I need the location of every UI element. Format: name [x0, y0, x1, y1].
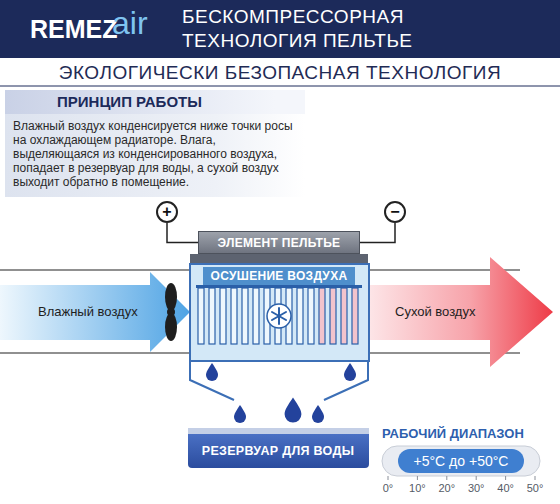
scale-value: 50°	[527, 482, 544, 495]
header-text: БЕСКОМПРЕССОРНАЯ ТЕХНОЛОГИЯ ПЕЛЬТЬЕ	[182, 5, 444, 53]
airflow-label: Влажный воздух	[38, 304, 138, 320]
header-band	[0, 0, 560, 58]
terminal-minus: −	[384, 201, 406, 223]
scale-value: 30°	[468, 482, 485, 495]
logo-accent: air	[112, 4, 148, 42]
peltier-element: ЭЛЕМЕНТ ПЕЛЬТЬЕ	[198, 231, 360, 254]
range-heading: РАБОЧИЙ ДИАПАЗОН	[382, 426, 524, 442]
node-label: −	[390, 204, 399, 220]
node-label: ЭЛЕМЕНТ ПЕЛЬТЬЕ	[218, 236, 341, 250]
water-drops	[206, 363, 356, 423]
node-label: +5°C до +50°C	[414, 453, 509, 469]
drip-funnel	[190, 362, 368, 400]
water-tank: РЕЗЕРВУАР ДЛЯ ВОДЫ	[188, 428, 369, 468]
title-rule	[0, 86, 560, 87]
range-scale	[382, 446, 540, 476]
page-title: ЭКОЛОГИЧЕСКИ БЕЗОПАСНАЯ ТЕХНОЛОГИЯ	[0, 62, 560, 84]
info-panel: ПРИНЦИП РАБОТЫВлажный воздух конденсируе…	[5, 90, 305, 197]
power-wire	[167, 223, 198, 243]
radiator-block: ОСУШЕНИЕ ВОЗДУХА	[189, 263, 370, 362]
range-pill: +5°C до +50°C	[398, 449, 524, 473]
power-wire	[360, 223, 395, 243]
panel-heading: ПРИНЦИП РАБОТЫ	[5, 90, 305, 114]
node-label: ОСУШЕНИЕ ВОЗДУХА	[203, 267, 356, 285]
humid-air-arrow	[0, 272, 190, 352]
node-label: +	[162, 204, 171, 220]
node-label: РЕЗЕРВУАР ДЛЯ ВОДЫ	[202, 444, 354, 458]
fan-symbol	[165, 283, 177, 341]
scale-value: 20°	[438, 482, 455, 495]
airflow-label: Сухой воздух	[395, 304, 475, 320]
radiator-fins	[196, 285, 362, 344]
cold-plate	[190, 254, 368, 263]
scale-value: 10°	[409, 482, 426, 495]
scale-value: 0°	[383, 482, 394, 495]
dry-air-arrow	[368, 257, 553, 367]
snowflake-icon	[267, 304, 291, 328]
terminal-plus: +	[156, 201, 178, 223]
scale-ticks	[388, 476, 535, 480]
panel-body: Влажный воздух конденсируется ниже точки…	[5, 114, 305, 189]
radiator-ground	[190, 263, 368, 362]
logo-word: REMEZ	[30, 14, 118, 44]
scale-value: 40°	[497, 482, 514, 495]
